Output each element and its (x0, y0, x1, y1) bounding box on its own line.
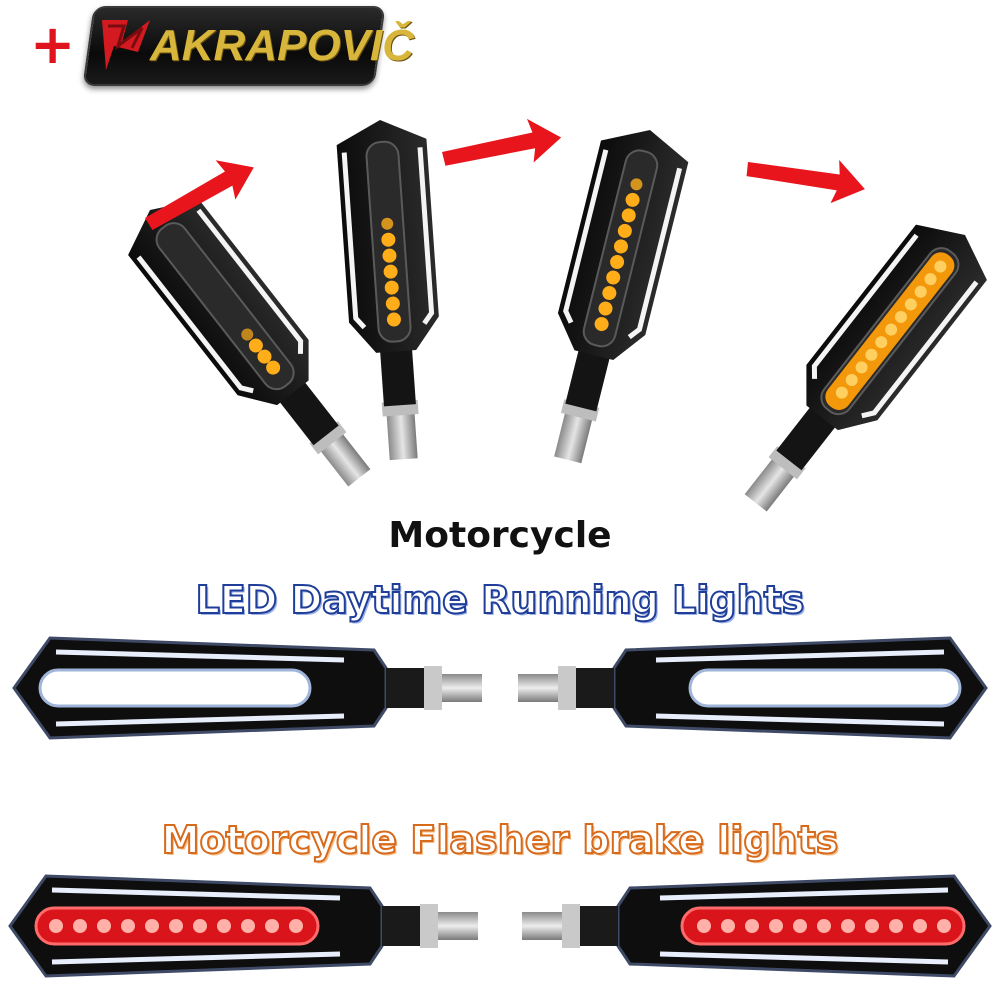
title-daytime-running-lights: LED Daytime Running Lights (195, 577, 806, 623)
turn-signal-lamp-3 (524, 119, 694, 471)
brand-name: AKRAPOVIČ (150, 21, 415, 70)
brake-lamp-right (522, 876, 990, 976)
turn-signal-lamp-2 (335, 117, 448, 462)
drl-lamp-left (14, 638, 482, 738)
turn-signal-lamp-4 (720, 207, 1000, 530)
turn-signal-lamp-1 (115, 182, 395, 505)
akrapovic-logo-icon (102, 20, 150, 70)
drl-lamp-right (518, 638, 986, 738)
title-flasher-brake-lights: Motorcycle Flasher brake lights (161, 817, 840, 863)
brake-lamp-left (10, 876, 478, 976)
title-motorcycle: Motorcycle (388, 515, 612, 556)
plus-sign: + (30, 13, 76, 76)
